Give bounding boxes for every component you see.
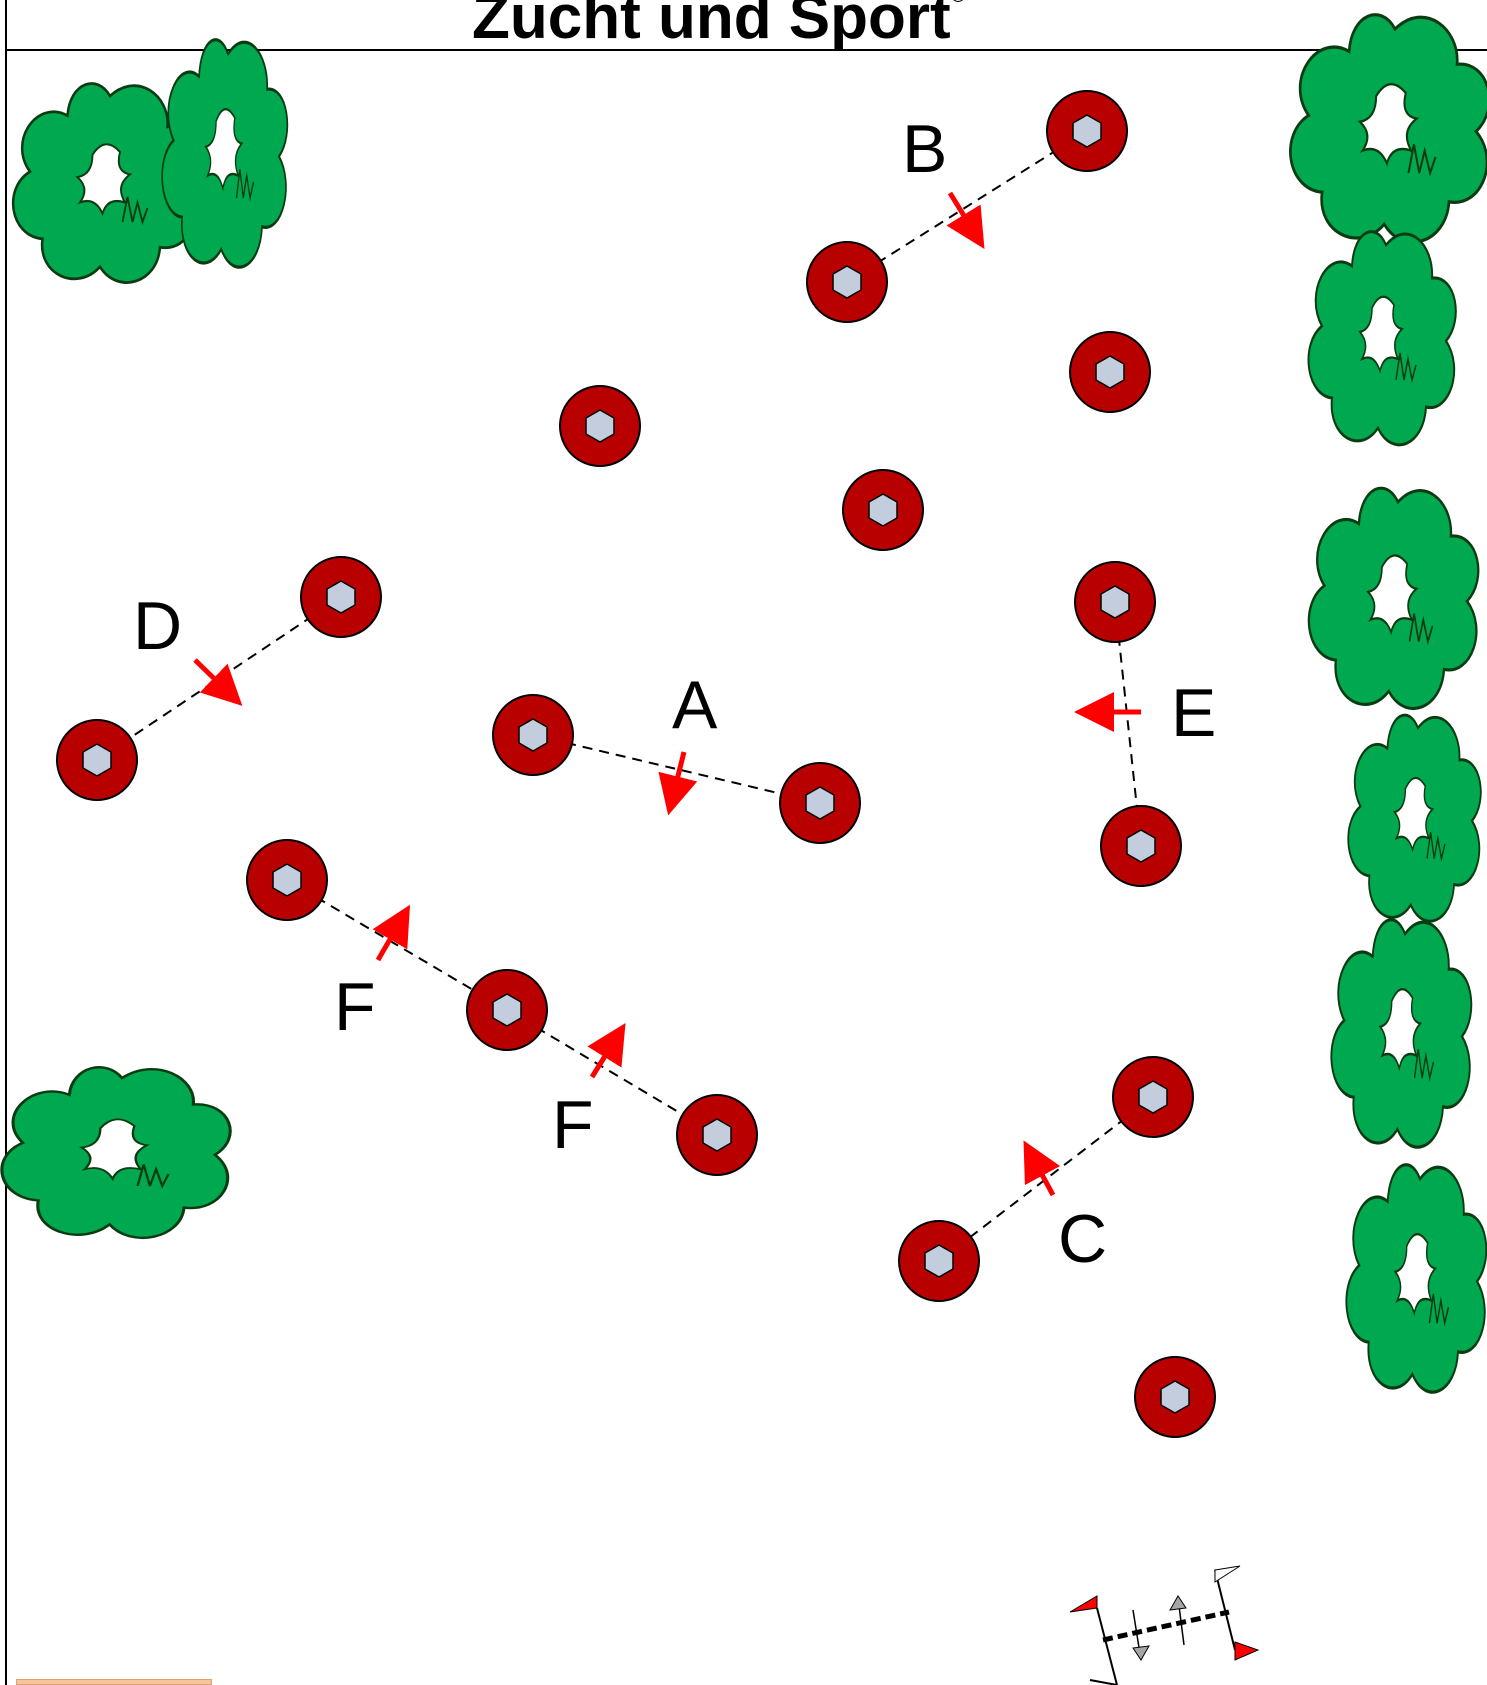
flag-legend-icon (1070, 1566, 1258, 1685)
bush-icon (1331, 920, 1471, 1147)
obstacle-icon (301, 557, 381, 637)
obstacle-icon (467, 970, 547, 1050)
page-title: Zucht und Sport® (472, 0, 966, 52)
obstacle-icon (493, 695, 573, 775)
bush-icon (1346, 1165, 1486, 1392)
direction-arrow-icon (950, 193, 974, 232)
obstacle-icon (1070, 332, 1150, 412)
bush-icon (1309, 232, 1456, 445)
direction-arrow-icon (673, 752, 684, 796)
obstacle-icon (843, 470, 923, 550)
label-e: E (1171, 675, 1216, 751)
bush-icon (1290, 15, 1487, 242)
connector-lines (97, 131, 1153, 1261)
connector-b (847, 131, 1087, 282)
connector-a (533, 735, 820, 803)
label-b: B (902, 111, 947, 187)
obstacle-icon (1047, 91, 1127, 171)
obstacle-icon (247, 840, 327, 920)
direction-arrow-icon (378, 922, 400, 960)
bush-icon (2, 1067, 230, 1238)
obstacle-icon (677, 1095, 757, 1175)
label-a: A (672, 667, 718, 743)
bush-icon (1348, 715, 1481, 921)
footer-strip (16, 1679, 212, 1685)
obstacle-icon (1135, 1357, 1215, 1437)
direction-arrow-icon (1033, 1158, 1053, 1195)
label-f2: F (552, 1087, 594, 1163)
obstacle-icon (899, 1221, 979, 1301)
obstacle-icon (807, 242, 887, 322)
obstacle-icon (1113, 1057, 1193, 1137)
obstacles (57, 91, 1215, 1437)
obstacle-icon (560, 386, 640, 466)
label-d: D (133, 588, 182, 664)
obstacle-icon (780, 763, 860, 843)
label-f1: F (334, 969, 376, 1045)
bush-icon (1309, 488, 1478, 708)
obstacle-icon (57, 720, 137, 800)
obstacle-icon (1075, 562, 1155, 642)
obstacle-icon (1101, 806, 1181, 886)
label-c: C (1058, 1201, 1107, 1277)
